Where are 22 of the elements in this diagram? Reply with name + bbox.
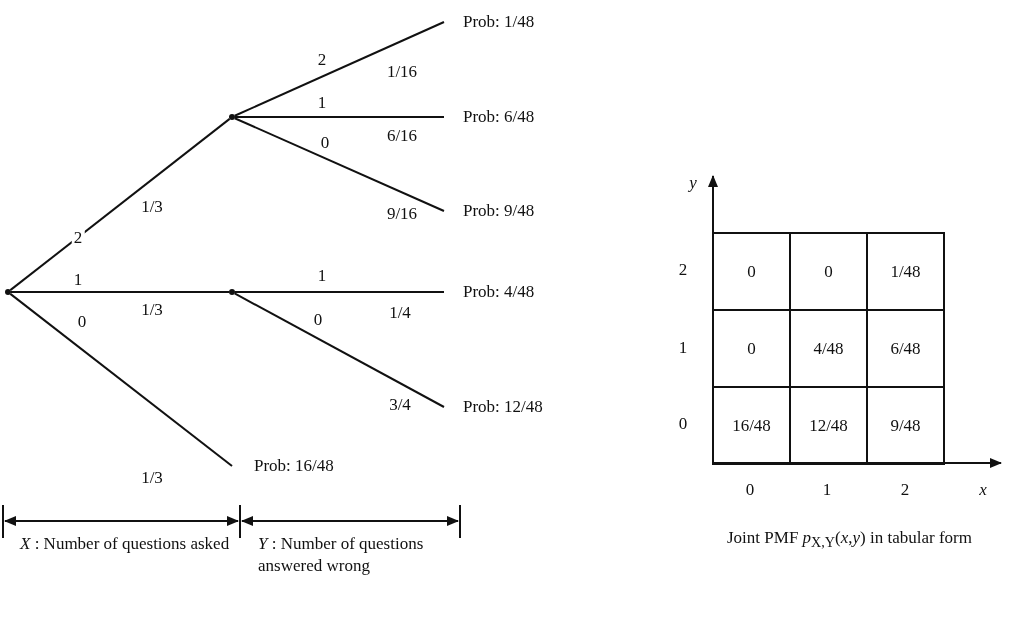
table-cell: 9/48 bbox=[866, 386, 945, 465]
caption: Joint PMF p$_{X,Y}$(x,y) in tabular form bbox=[727, 527, 973, 553]
branch-point bbox=[229, 289, 235, 295]
outcome-probability: Prob: 12/48 bbox=[444, 396, 543, 418]
tree-branch bbox=[234, 116, 445, 118]
table-cell: 1/48 bbox=[866, 232, 945, 311]
tree-branch bbox=[10, 291, 230, 293]
tree-branch bbox=[9, 292, 233, 467]
tree-branch bbox=[233, 292, 445, 408]
tree-branch bbox=[233, 21, 445, 117]
outcome-probability: Prob: 16/48 bbox=[232, 455, 334, 477]
outcome-probability: Prob: 4/48 bbox=[444, 281, 535, 303]
tree-branch bbox=[234, 291, 445, 293]
branch-point bbox=[229, 114, 235, 120]
branch-point bbox=[5, 289, 11, 295]
caption: X : Number of questions asked bbox=[20, 533, 230, 555]
caption: Y : Number of questions answered wrong bbox=[258, 533, 425, 577]
outcome-probability: Prob: 1/48 bbox=[444, 11, 535, 33]
outcome-probability: Prob: 9/48 bbox=[444, 200, 535, 222]
outcome-probability: Prob: 6/48 bbox=[444, 106, 535, 128]
tree-branch bbox=[9, 117, 231, 292]
tree-branch bbox=[233, 117, 445, 212]
